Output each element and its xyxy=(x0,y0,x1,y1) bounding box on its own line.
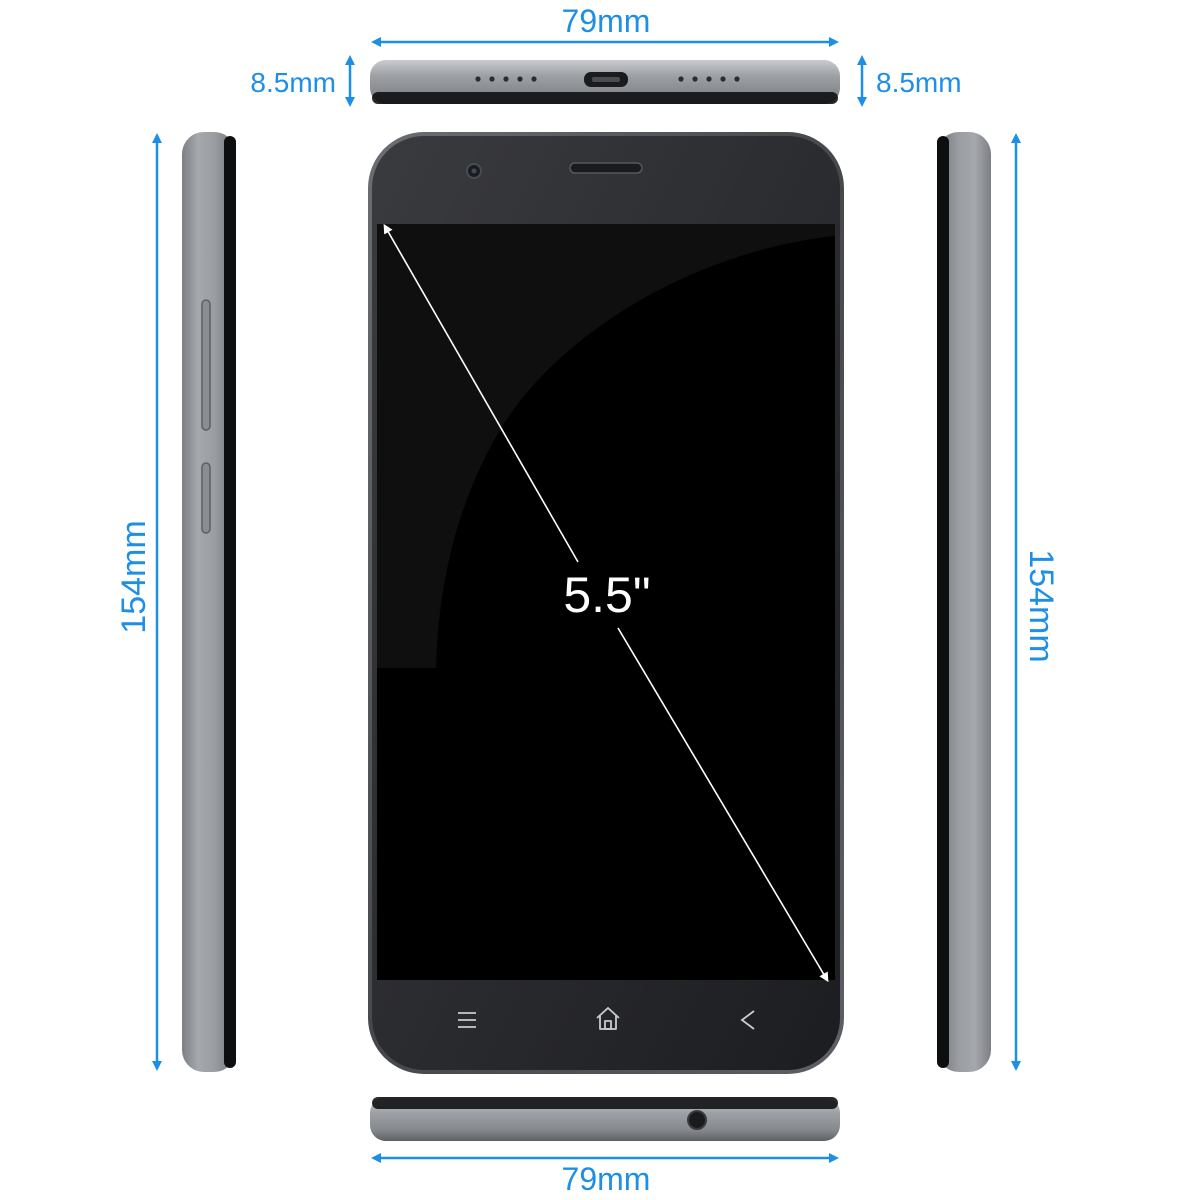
right-side-view xyxy=(937,132,991,1072)
speaker-grille-left xyxy=(475,76,537,82)
left-height-dimension: 154mm xyxy=(115,133,162,1071)
right-side-body xyxy=(937,132,991,1072)
right-thickness-label: 8.5mm xyxy=(876,67,962,98)
menu-icon xyxy=(458,1012,476,1028)
back-icon xyxy=(740,1010,755,1030)
left-thickness-label: 8.5mm xyxy=(250,67,336,98)
bottom-width-dimension: 79mm xyxy=(371,1153,839,1197)
earpiece-icon xyxy=(569,162,643,174)
volume-button xyxy=(201,299,211,431)
right-thickness-dimension: 8.5mm xyxy=(857,55,962,107)
front-view xyxy=(368,132,844,1074)
diagonal-dimension: 5.5" xyxy=(383,223,829,983)
home-icon xyxy=(596,1007,620,1030)
phone-screen xyxy=(377,224,835,980)
left-side-view xyxy=(182,132,236,1072)
diagonal-label: 5.5" xyxy=(563,567,650,623)
bottom-edge-view xyxy=(370,1097,840,1141)
top-width-dimension: 79mm xyxy=(371,3,839,47)
screen-glare xyxy=(377,224,835,668)
power-button xyxy=(201,462,211,534)
top-width-label: 79mm xyxy=(562,3,651,39)
headphone-jack-icon xyxy=(687,1110,707,1130)
left-height-label: 154mm xyxy=(115,520,153,633)
bottom-width-label: 79mm xyxy=(562,1161,651,1197)
left-side-body xyxy=(182,132,236,1072)
speaker-grille-right xyxy=(678,76,740,82)
right-height-dimension: 154mm xyxy=(1011,133,1060,1071)
right-height-label: 154mm xyxy=(1022,549,1060,662)
top-edge-view xyxy=(370,60,840,104)
left-thickness-dimension: 8.5mm xyxy=(250,55,355,107)
